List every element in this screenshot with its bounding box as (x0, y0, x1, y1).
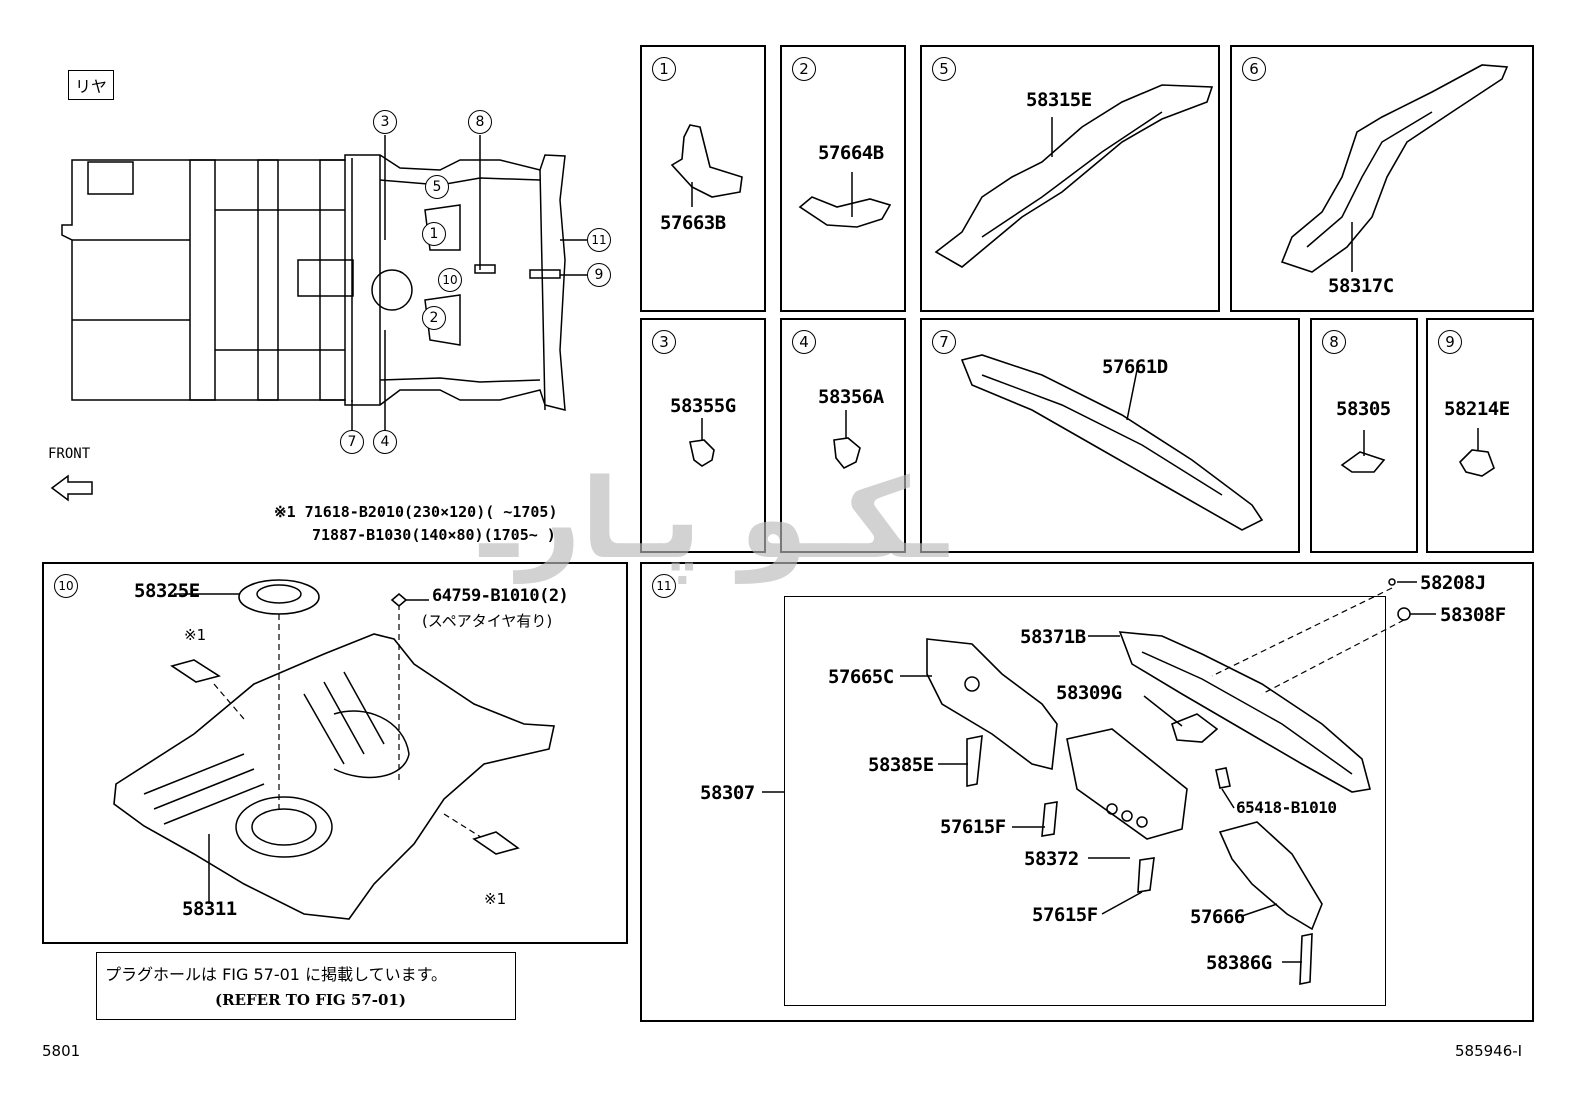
panel-3: 3 58355G (640, 318, 766, 553)
panel-1: 1 57663B (640, 45, 766, 312)
callout-5: 5 (425, 175, 449, 199)
part-57665C: 57665C (828, 666, 894, 688)
panel-4: 4 58356A (780, 318, 906, 553)
part-57661D: 57661D (1102, 356, 1168, 378)
spare-tire-note: (スペアタイヤ有り) (422, 612, 553, 630)
clip-drawing (1458, 428, 1495, 477)
part-58386G: 58386G (1206, 952, 1272, 974)
panel-1-number: 1 (652, 57, 676, 81)
panel-11-inner-frame (784, 596, 1386, 1006)
refer-note-jp: プラグホールは FIG 57-01 に掲載しています。 (105, 965, 447, 984)
part-58311: 58311 (182, 898, 237, 920)
panel-11-number: 11 (652, 574, 676, 598)
part-57663B: 57663B (660, 212, 726, 234)
callout-7: 7 (340, 430, 364, 454)
callout-8: 8 (468, 110, 492, 134)
panel-4-number: 4 (792, 330, 816, 354)
panel-8: 8 58305 (1310, 318, 1418, 553)
part-57666: 57666 (1190, 906, 1245, 928)
part-58355G: 58355G (670, 395, 736, 417)
cross-member-drawing (960, 354, 1264, 531)
panel-6: 6 58317C (1230, 45, 1534, 312)
part-58356A: 58356A (818, 386, 884, 408)
clip-drawing (689, 418, 715, 467)
part-57615F-a: 57615F (940, 816, 1006, 838)
part-58214E: 58214E (1444, 398, 1510, 420)
side-member-drawing (934, 84, 1214, 268)
panel-7: 7 57661D (920, 318, 1300, 553)
part-65418-B1010: 65418-B1010 (1236, 798, 1337, 817)
bracket-drawing (798, 172, 892, 228)
part-58315E: 58315E (1026, 89, 1092, 111)
part-58317C: 58317C (1328, 275, 1394, 297)
panel-9: 9 58214E (1426, 318, 1534, 553)
callout-1: 1 (422, 222, 446, 246)
panel-11: 11 (640, 562, 1534, 1022)
part-58325E: 58325E (134, 580, 200, 602)
panel-10-number: 10 (54, 574, 78, 598)
part-58305: 58305 (1336, 398, 1391, 420)
rear-panel-assembly-drawing (762, 578, 1436, 985)
callout-9: 9 (587, 263, 611, 287)
front-label: FRONT (48, 446, 91, 462)
callout-2: 2 (422, 306, 446, 330)
rear-label: リヤ (68, 70, 115, 100)
footer-figure-code: 585946-I (1455, 1042, 1523, 1060)
panel-6-number: 6 (1242, 57, 1266, 81)
callout-11: 11 (587, 228, 611, 252)
part-58308F: 58308F (1440, 604, 1506, 626)
overview-diagram: リヤ 3 8 5 1 10 11 9 (40, 60, 630, 550)
clip-drawing (833, 410, 861, 470)
footer-page-code: 5801 (42, 1042, 81, 1060)
panel-7-number: 7 (932, 330, 956, 354)
note-line-2: 71887-B1030(140×80)(1705~ ) (312, 526, 556, 544)
panel-8-number: 8 (1322, 330, 1346, 354)
panel-2-number: 2 (792, 57, 816, 81)
part-57615F-b: 57615F (1032, 904, 1098, 926)
mark-1-b: ※1 (484, 890, 507, 908)
callout-3: 3 (373, 110, 397, 134)
rear-floor-pan-drawing (113, 579, 555, 920)
mark-1-a: ※1 (184, 626, 207, 644)
floor-overview-drawing (50, 135, 587, 502)
panel-5: 5 58315E (920, 45, 1220, 312)
part-57664B: 57664B (818, 142, 884, 164)
bracket-drawing (670, 124, 743, 207)
refer-note-en: (REFER TO FIG 57-01) (215, 991, 406, 1009)
panel-2: 2 57664B (780, 45, 906, 312)
note-line-1: ※1 71618-B2010(230×120)( ~1705) (274, 503, 558, 521)
part-58385E: 58385E (868, 754, 934, 776)
refer-note: プラグホールは FIG 57-01 に掲載しています。 (REFER TO FI… (96, 952, 516, 1020)
watermark-logo: ـكـو پـارـ (480, 455, 952, 583)
part-58309G: 58309G (1056, 682, 1122, 704)
side-member-drawing (1280, 64, 1509, 273)
part-58371B: 58371B (1020, 626, 1086, 648)
part-58372: 58372 (1024, 848, 1079, 870)
panel-9-number: 9 (1438, 330, 1462, 354)
part-64759-B1010: 64759-B1010(2) (432, 586, 569, 606)
part-58208J: 58208J (1420, 572, 1486, 594)
panel-10: 10 58325E 64759-B1010(2) (スペアタイヤ有り) ※1 ※… (42, 562, 628, 944)
panel-3-number: 3 (652, 330, 676, 354)
bracket-drawing (1340, 430, 1386, 473)
panel-5-number: 5 (932, 57, 956, 81)
callout-10: 10 (438, 268, 462, 292)
callout-4: 4 (373, 430, 397, 454)
part-58307: 58307 (700, 782, 755, 804)
